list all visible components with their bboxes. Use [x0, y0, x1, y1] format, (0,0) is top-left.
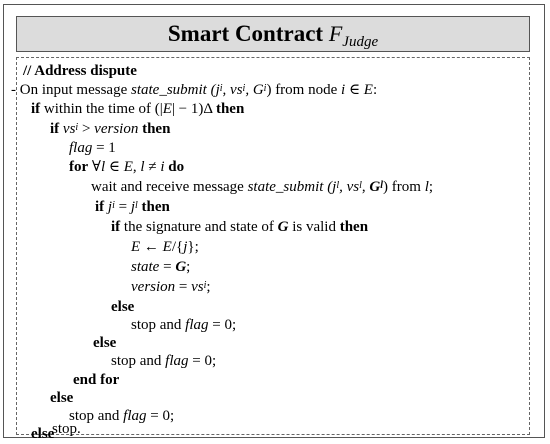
title-text: Smart Contract — [167, 21, 324, 46]
line-update-e: E ← E/{j}; — [131, 239, 199, 255]
line-if-version: if vsi > version then — [50, 121, 171, 137]
page-title: Smart Contract FJudge — [167, 21, 378, 50]
line-end-for: end for — [73, 372, 120, 388]
line-stop-final: stop. — [52, 421, 81, 437]
title-bar: Smart Contract FJudge — [16, 16, 530, 52]
line-wait-receive: wait and receive message state_submit (j… — [91, 179, 434, 195]
comment-line: // Address dispute — [23, 63, 137, 79]
algorithm-frame: Smart Contract FJudge // Address dispute… — [3, 4, 545, 442]
line-stop-3: stop and flag = 0; — [69, 408, 175, 424]
line-flag-set: flag = 1 — [69, 140, 116, 156]
line-stop-2: stop and flag = 0; — [111, 353, 217, 369]
line-input-message: - On input message state_submit (ji, vsi… — [11, 82, 378, 98]
line-update-state: state = G; — [131, 259, 191, 275]
title-symbol: F — [328, 21, 343, 46]
line-if-within-time: if within the time of (|E| − 1)Δ then — [31, 101, 245, 117]
line-else-3: else — [50, 390, 74, 406]
line-else-4: else — [31, 426, 55, 442]
algorithm-body: // Address dispute - On input message st… — [11, 57, 530, 442]
line-stop-1: stop and flag = 0; — [131, 317, 237, 333]
line-for-loop: for ∀l ∈ E, l ≠ i do — [69, 159, 185, 175]
line-update-version: version = vsi; — [131, 279, 211, 295]
line-if-signature-valid: if the signature and state of G is valid… — [111, 219, 369, 235]
line-else-2: else — [93, 335, 117, 351]
title-subscript: Judge — [342, 34, 379, 50]
line-if-j-equal: if ji = jl then — [95, 199, 170, 215]
line-else-1: else — [111, 299, 135, 315]
